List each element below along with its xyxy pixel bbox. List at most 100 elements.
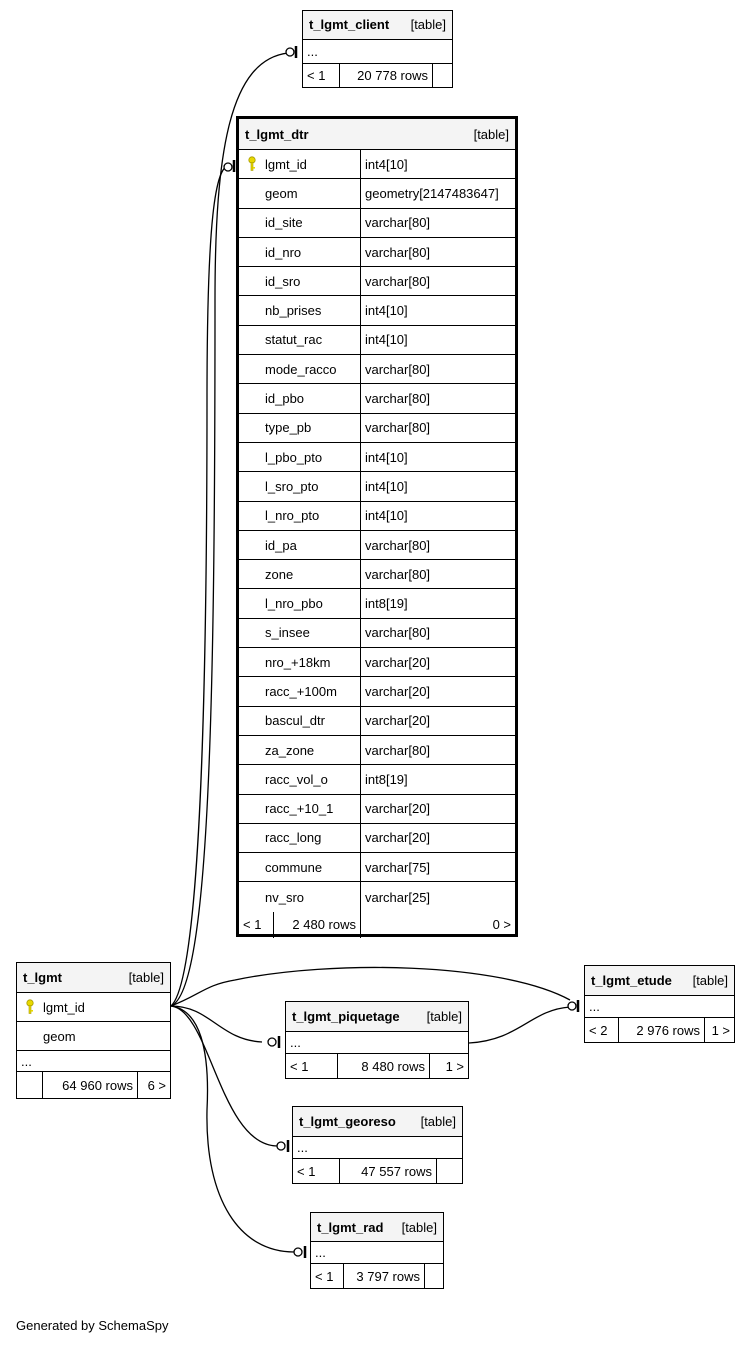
column-name: racc_long [239,823,361,853]
parents-count[interactable]: < 1 [303,64,340,87]
column-name: type_pb [239,413,361,442]
children-count[interactable] [425,1264,443,1288]
column-type: varchar[20] [365,830,431,846]
children-count[interactable] [433,64,452,87]
column-type: varchar[80] [365,537,431,553]
table-t-lgmt[interactable]: t_lgmt [table] lgmt_id geom ... 64 960 r… [16,962,171,1099]
column-type: varchar[80] [365,361,431,377]
column-row[interactable]: lgmt_id [17,993,170,1022]
column-name: l_nro_pto [239,501,361,530]
table-t-lgmt-rad[interactable]: t_lgmt_rad [table] ... < 1 3 797 rows [310,1212,444,1289]
column-name: id_pa [239,530,361,560]
children-count[interactable]: 1 > [711,1022,730,1038]
parents-count[interactable]: < 1 [311,1264,344,1288]
column-type: varchar[20] [365,683,431,699]
table-t-lgmt-client[interactable]: t_lgmt_client [table] ... < 1 20 778 row… [302,10,453,88]
parents-count[interactable]: < 1 [239,911,274,938]
footer-row: < 1 47 557 rows [293,1159,462,1183]
crowfoot-circle-dtr [223,162,233,172]
table-name: t_lgmt_piquetage [292,1009,400,1024]
parents-count[interactable]: < 1 [286,1054,338,1078]
table-header: t_lgmt_rad [table] [311,1213,443,1242]
footer-row: < 1 8 480 rows 1 > [286,1054,468,1078]
ellipsis: ... [21,1053,32,1069]
column-type: int4[10] [365,449,408,465]
ellipsis: ... [589,999,600,1014]
children-count[interactable] [437,1159,462,1183]
ellipsis: ... [297,1140,308,1155]
table-t-lgmt-piquetage[interactable]: t_lgmt_piquetage [table] ... < 1 8 480 r… [285,1001,469,1079]
column-type: varchar[75] [365,859,431,875]
column-name: racc_+10_1 [239,794,361,823]
column-name: lgmt_id [239,150,361,179]
column-name: id_site [239,208,361,237]
parents-count[interactable]: < 1 [293,1159,340,1183]
column-type: varchar[80] [365,391,431,407]
column-name: geom [239,179,361,208]
primary-key-icon [25,999,35,1018]
column-name: racc_vol_o [239,765,361,794]
relation-lgmt-client [170,52,289,1007]
column-name: l_nro_pbo [239,589,361,618]
children-count[interactable]: 1 > [445,1058,464,1074]
ellipsis: ... [315,1245,326,1260]
column-type: varchar[80] [365,215,431,231]
table-name: t_lgmt_georeso [299,1114,396,1129]
table-t-lgmt-etude[interactable]: t_lgmt_etude [table] ... < 2 2 976 rows … [584,965,735,1043]
column-name: l_sro_pto [239,472,361,501]
table-header: t_lgmt_client [table] [303,11,452,40]
footer-row: < 1 20 778 rows [303,64,452,87]
table-header: t_lgmt [table] [17,963,170,993]
column-type: varchar[80] [365,244,431,260]
row-count: 47 557 rows [340,1159,437,1183]
parents-count[interactable] [17,1072,43,1098]
ellipsis: ... [307,44,318,59]
table-header: t_lgmt_etude [table] [585,966,734,996]
column-name: nb_prises [239,296,361,325]
table-t-lgmt-georeso[interactable]: t_lgmt_georeso [table] ... < 1 47 557 ro… [292,1106,463,1184]
table-name: t_lgmt_rad [317,1220,384,1235]
crowfoot-circle-etude [567,1001,577,1011]
column-type: varchar[20] [365,713,431,729]
column-type: int4[10] [365,303,408,319]
parents-count[interactable]: < 2 [585,1018,619,1042]
ellipsis-row: ... [311,1242,443,1264]
children-count[interactable]: 6 > [147,1077,166,1093]
table-kind: [table] [401,1220,437,1235]
table-kind: [table] [426,1009,462,1024]
relation-lgmt-georeso [170,1005,278,1147]
table-name: t_lgmt_dtr [245,127,309,142]
children-count[interactable]: 0 > [492,917,511,933]
column-row[interactable]: geom [17,1022,170,1051]
column-type: varchar[80] [365,273,431,289]
